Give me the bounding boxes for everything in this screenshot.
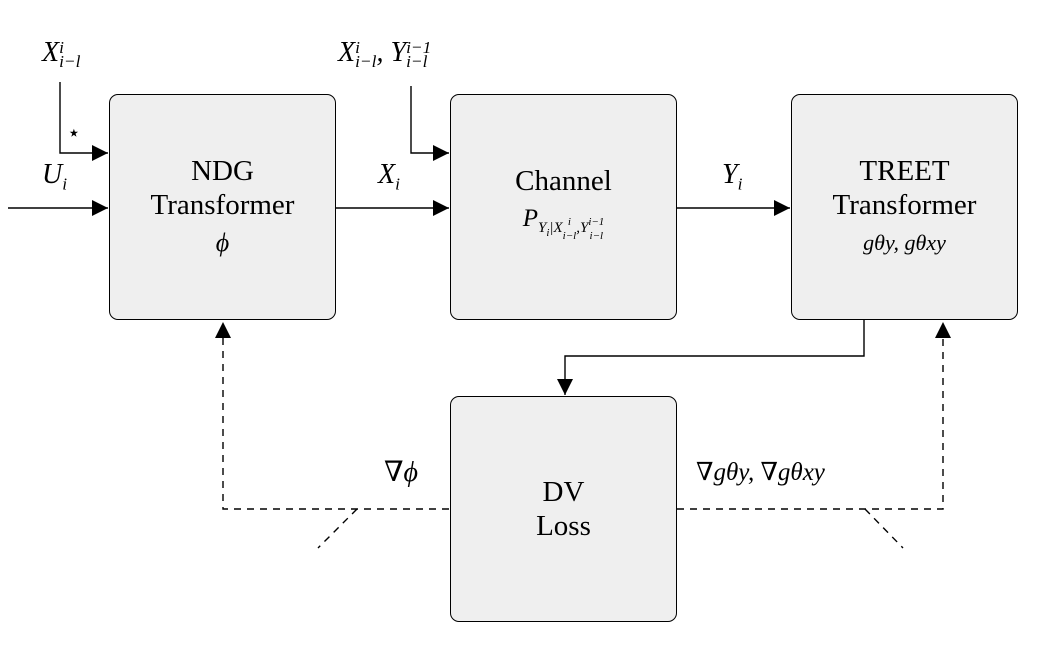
treet-param: gθy, gθxy bbox=[863, 230, 946, 255]
right-dashed-diagonal bbox=[864, 508, 904, 549]
treet-transformer-block: TREET Transformer gθy, gθxy bbox=[791, 94, 1018, 320]
star-marker: ⋆ bbox=[67, 120, 81, 145]
grad-phi-arrow bbox=[215, 322, 449, 510]
y-signal-label: Yi bbox=[722, 159, 743, 194]
treet-subtitle: Transformer bbox=[832, 189, 977, 221]
ndg-transformer-block: NDG Transformer ϕ bbox=[109, 94, 336, 320]
channel-side-input-arrow bbox=[410, 86, 449, 161]
grad-g-label: ∇gθy, ∇gθxy bbox=[696, 459, 825, 486]
treet-title: TREET bbox=[859, 155, 950, 187]
channel-title: Channel bbox=[515, 165, 612, 197]
ndg-subtitle: Transformer bbox=[150, 189, 295, 221]
x-signal-label: Xi bbox=[378, 159, 400, 194]
grad-g-arrow bbox=[677, 322, 951, 510]
treet-to-dv-arrow bbox=[557, 320, 865, 395]
u-input-label: Ui bbox=[42, 159, 68, 194]
ndg-param: ϕ bbox=[215, 228, 230, 257]
ndg-side-input-arrow bbox=[59, 82, 108, 161]
dv-loss-block: DV Loss bbox=[450, 396, 677, 622]
left-dashed-diagonal bbox=[317, 508, 358, 549]
grad-phi-label: ∇ϕ bbox=[384, 457, 419, 488]
ndg-title: NDG bbox=[191, 155, 254, 187]
dv-title: DV bbox=[542, 476, 585, 508]
dv-subtitle: Loss bbox=[536, 510, 591, 542]
